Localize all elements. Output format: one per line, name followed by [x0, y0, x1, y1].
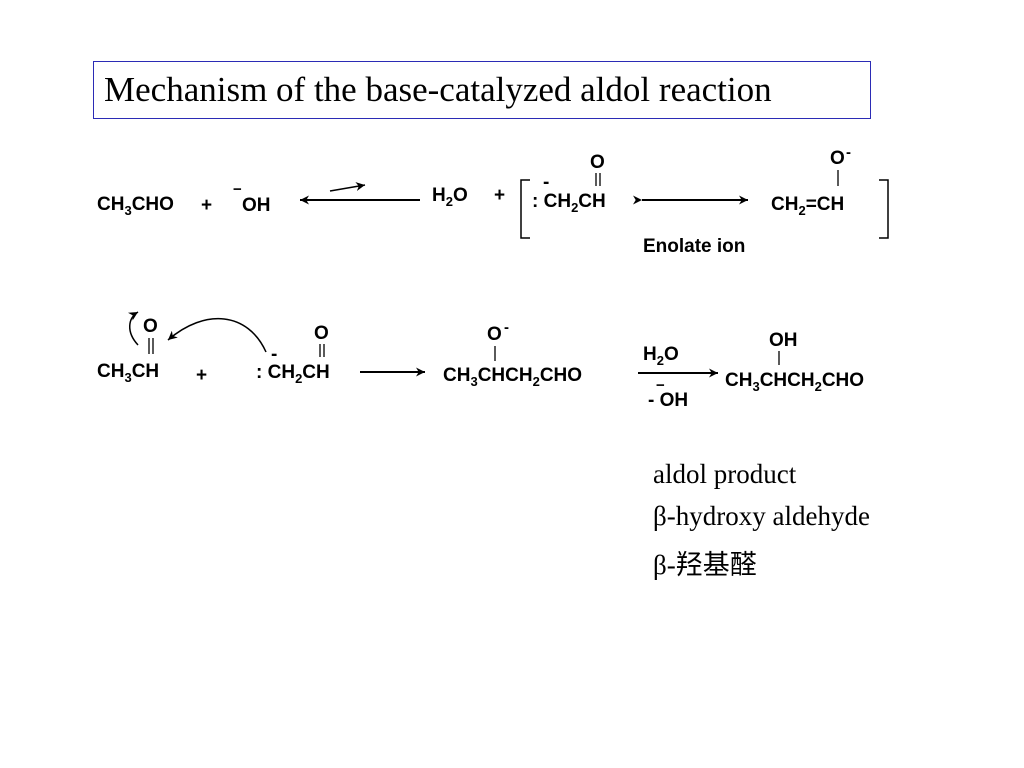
curved-arrow-small — [127, 311, 139, 346]
carbanion2-formula: : CH2CH — [256, 362, 330, 386]
forward-half-arrow — [329, 182, 366, 192]
enolate-label: Enolate ion — [643, 236, 745, 257]
plus-sign-2: + — [494, 185, 505, 206]
bracket-right — [879, 179, 889, 239]
plus-sign-1: + — [201, 195, 212, 216]
product-hydroxyl: OH — [769, 330, 798, 351]
alkoxide-oxygen-charge: - — [504, 319, 509, 336]
note-aldol-product: aldol product — [653, 459, 797, 489]
reagent-hydroxide: - OH — [648, 390, 688, 411]
acetaldehyde-formula: CH3CHO — [97, 194, 174, 218]
enolate-oxygen-charge: - — [846, 144, 851, 161]
reagent-water: H2O — [643, 344, 679, 368]
page-title: Mechanism of the base-catalyzed aldol re… — [104, 70, 772, 109]
note-beta-hydroxy-aldehyde: β-hydroxy aldehyde — [653, 501, 870, 531]
bracket-left — [520, 179, 530, 239]
alkoxide-formula: CH3CHCH2CHO — [443, 365, 582, 389]
aldehyde-formula: CH3CH — [97, 361, 159, 385]
enolate-oxygen: O — [830, 148, 845, 169]
product-formula: CH3CHCH2CHO — [725, 370, 864, 394]
curved-arrow-attack — [167, 318, 267, 353]
hydroxide-charge: − — [233, 181, 242, 198]
hydroxide-formula: OH — [242, 195, 271, 216]
carbanion-formula: : CH2CH — [532, 191, 606, 215]
carbanion2-charge: - — [271, 344, 277, 365]
carbanion-oxygen: O — [590, 152, 605, 173]
title-box — [93, 61, 871, 119]
water-formula: H2O — [432, 185, 468, 209]
enolate-formula: CH2=CH — [771, 194, 844, 218]
note-chinese-name: β-羟基醛 — [653, 550, 757, 580]
reagent-hydroxide-charge: − — [656, 377, 665, 394]
carbanion-charge: - — [543, 172, 549, 193]
alkoxide-oxygen: O — [487, 324, 502, 345]
carbanion2-oxygen: O — [314, 323, 329, 344]
plus-sign-3: + — [196, 365, 207, 386]
aldehyde-oxygen: O — [143, 316, 158, 337]
